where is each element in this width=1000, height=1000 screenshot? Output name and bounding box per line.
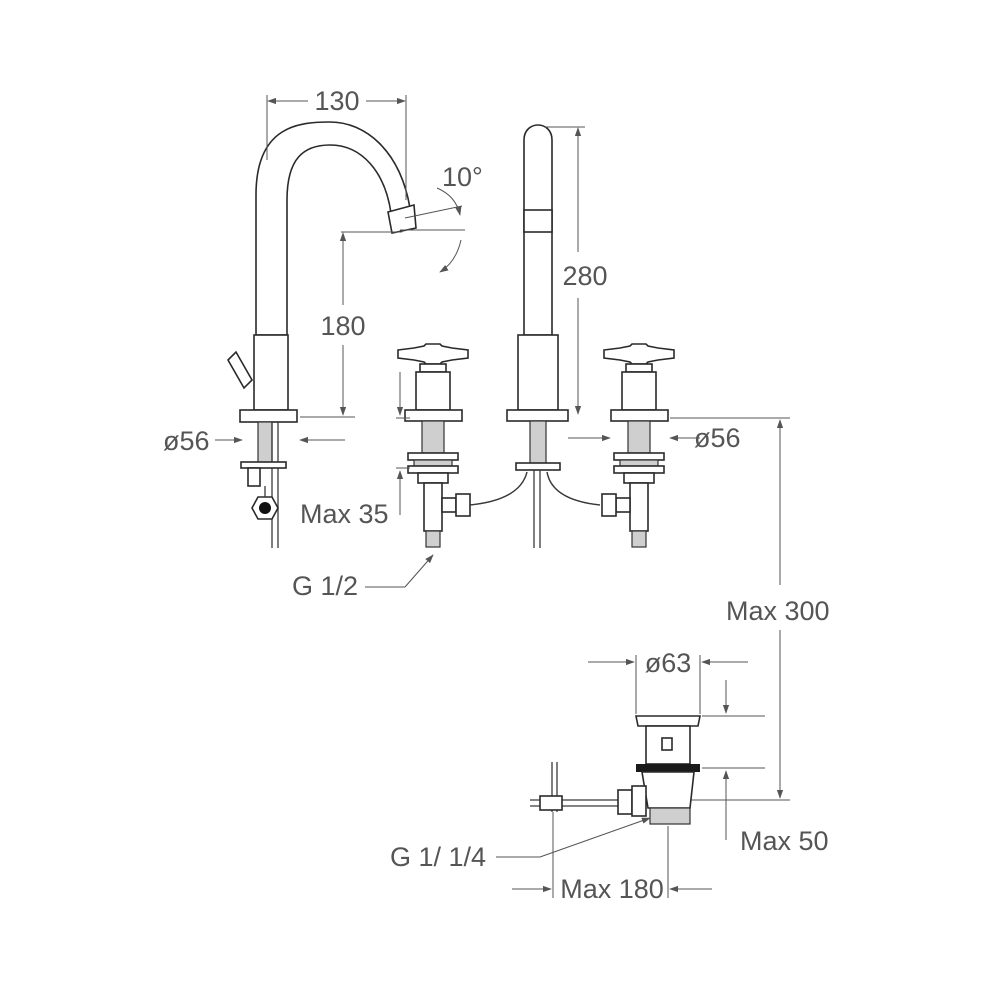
max-300-label: Max 300 — [726, 596, 830, 626]
left-cross-handle-valve — [397, 343, 471, 548]
spout-height-label: 180 — [320, 311, 365, 341]
inlet-thread-label: G 1/2 — [292, 571, 358, 601]
spout-reach-label: 130 — [314, 86, 359, 116]
spout-base-flange — [239, 409, 298, 423]
waste-lock-nut — [636, 764, 700, 772]
aerator-tip — [387, 203, 417, 234]
max-deck-label: Max 35 — [300, 499, 389, 529]
side-dimensions: 130 10° 180 ø56 — [163, 86, 483, 456]
max-50-label: Max 50 — [740, 826, 829, 856]
centre-body — [517, 334, 559, 411]
front-elevation — [397, 124, 675, 548]
front-dimensions: 280 Max 35 G 1/2 ø56 Max 300 — [292, 126, 830, 801]
right-cross-handle-valve — [601, 343, 675, 548]
max-180-label: Max 180 — [560, 874, 664, 904]
gooseneck-spout — [255, 121, 411, 336]
waste-diameter-label: ø63 — [645, 648, 692, 678]
waste-dimensions: ø63 Max 50 G 1/ 1/4 Max 180 — [390, 648, 829, 904]
waste-flange — [635, 715, 701, 727]
spout-body — [253, 334, 289, 411]
side-elevation — [227, 121, 417, 548]
waste-thread-label: G 1/ 1/4 — [390, 842, 486, 872]
left-diameter-label: ø56 — [163, 426, 210, 456]
popup-lever — [227, 350, 253, 390]
threaded-shank — [257, 421, 273, 465]
popup-waste — [530, 715, 701, 825]
right-diameter-label: ø56 — [694, 423, 741, 453]
left-flexible-hose — [469, 471, 528, 506]
spout-angle-label: 10° — [442, 162, 483, 192]
spout-total-height-label: 280 — [562, 261, 607, 291]
